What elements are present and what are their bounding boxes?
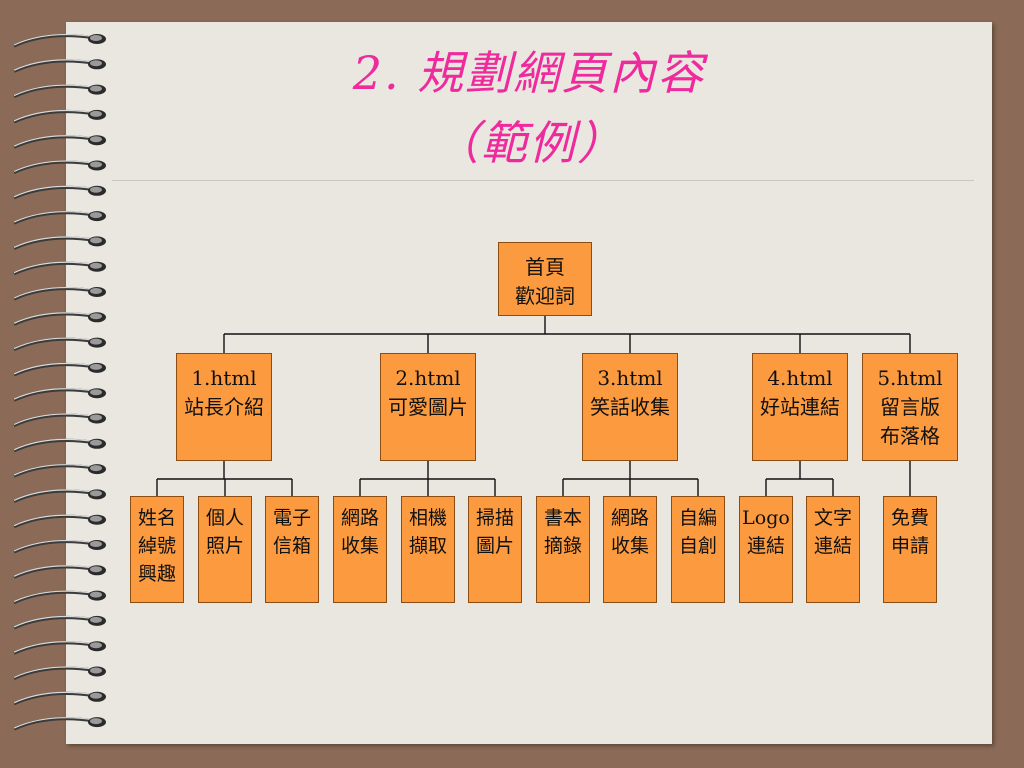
node-branch-3-line-2: 笑話收集 [590, 395, 670, 419]
node-leaf-1-3: 電子 信箱 [265, 496, 319, 603]
node-branch-2-line-1: 2.html [395, 366, 461, 390]
node-leaf-4-1: Logo 連結 [739, 496, 793, 603]
node-branch-5-line-1: 5.html [877, 366, 943, 390]
node-root-line-1: 首頁 [525, 255, 565, 279]
leaf-line: 照片 [205, 535, 244, 557]
node-branch-5: 5.html 留言版 布落格 [862, 353, 958, 461]
node-branch-3: 3.html 笑話收集 [582, 353, 678, 461]
node-root-line-2: 歡迎詞 [515, 284, 575, 308]
leaf-line: 自編 [678, 507, 717, 529]
leaf-line: 連結 [746, 535, 785, 557]
title-divider [112, 180, 974, 181]
node-leaf-3-3: 自編 自創 [671, 496, 725, 603]
leaf-line: 姓名 [137, 507, 176, 529]
leaf-line: 文字 [813, 507, 852, 529]
leaf-line: 網路 [610, 507, 649, 529]
node-branch-4: 4.html 好站連結 [752, 353, 848, 461]
node-leaf-2-1: 網路 收集 [333, 496, 387, 603]
leaf-line: 興趣 [137, 563, 176, 585]
leaf-line: 申請 [890, 535, 929, 557]
leaf-line: 收集 [610, 535, 649, 557]
node-branch-2-line-2: 可愛圖片 [388, 395, 468, 419]
leaf-line: 書本 [543, 507, 582, 529]
node-branch-5-line-2: 留言版 [880, 395, 940, 419]
node-branch-1-line-1: 1.html [191, 366, 257, 390]
node-leaf-2-3: 掃描 圖片 [468, 496, 522, 603]
leaf-line: 相機 [408, 507, 447, 529]
node-root: 首頁 歡迎詞 [498, 242, 592, 316]
leaf-line: 擷取 [408, 535, 447, 557]
node-leaf-5-1: 免費 申請 [883, 496, 937, 603]
spiral-binding-icon [13, 34, 106, 731]
node-leaf-1-2: 個人 照片 [198, 496, 252, 603]
node-branch-4-line-1: 4.html [767, 366, 833, 390]
node-leaf-3-2: 網路 收集 [603, 496, 657, 603]
node-branch-4-line-2: 好站連結 [760, 395, 840, 419]
leaf-line: 圖片 [475, 535, 514, 557]
node-leaf-1-1: 姓名 綽號 興趣 [130, 496, 184, 603]
node-leaf-2-2: 相機 擷取 [401, 496, 455, 603]
leaf-line: 信箱 [272, 535, 311, 557]
leaf-line: Logo [742, 507, 790, 529]
leaf-line: 收集 [340, 535, 379, 557]
leaf-line: 摘錄 [543, 535, 582, 557]
node-branch-1: 1.html 站長介紹 [176, 353, 272, 461]
leaf-line: 綽號 [137, 535, 176, 557]
leaf-line: 掃描 [475, 507, 514, 529]
leaf-line: 網路 [340, 507, 379, 529]
page-subtitle: （範例） [433, 116, 625, 170]
node-branch-1-line-2: 站長介紹 [184, 395, 264, 419]
page-title: 2. 規劃網頁內容 [352, 46, 706, 100]
leaf-line: 免費 [890, 507, 929, 529]
leaf-line: 自創 [678, 535, 717, 557]
node-leaf-4-2: 文字 連結 [806, 496, 860, 603]
leaf-line: 電子 [272, 507, 311, 529]
node-branch-5-line-3: 布落格 [880, 424, 940, 448]
node-branch-3-line-1: 3.html [597, 366, 663, 390]
node-leaf-3-1: 書本 摘錄 [536, 496, 590, 603]
node-branch-2: 2.html 可愛圖片 [380, 353, 476, 461]
leaf-line: 連結 [813, 535, 852, 557]
leaf-line: 個人 [205, 507, 244, 529]
